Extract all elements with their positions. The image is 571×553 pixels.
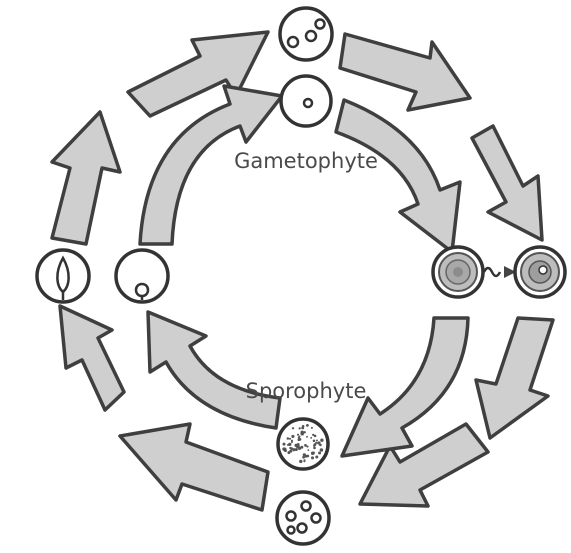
speckle-dot [312,439,316,443]
cell-bottom-inner [276,417,330,471]
speckle-dot [303,431,306,434]
speckle-dot [294,448,298,451]
speckle-dot [310,456,315,460]
speckle-dot [296,433,300,436]
speckle-dot [291,434,295,438]
outer-arrow-right-upper [470,124,544,242]
speckle-dot [315,455,319,459]
speckle-dot [290,439,294,442]
speckle-dot [318,441,321,445]
outer-arrow-top-right [338,32,472,112]
cell-speckles [282,424,324,464]
fusion-squiggle [482,266,502,278]
speckle-dot [292,448,296,452]
speckle-dot [306,424,309,427]
speckle-dot [290,441,293,444]
cell-top-inner [279,74,333,128]
speckle-dot [297,438,301,442]
cell-left-inner [114,248,170,304]
fusion-arrowhead [504,266,516,278]
speckle-dot [289,449,293,453]
speckle-dot [312,433,315,437]
speckle-dot [313,434,317,438]
outer-arrow-left-upper [50,110,122,246]
cell-right-inner [431,245,485,299]
speckle-dot [288,442,292,447]
speckle-dot [301,424,305,428]
speckle-dot [300,445,304,449]
cell-left-outer [35,248,91,304]
speckle-dot [299,459,303,464]
speckle-dot [310,426,313,429]
inner-arrow-right [340,316,470,458]
speckle-dot [310,436,313,439]
label-gametophyte: Gametophyte [234,149,378,173]
outer-arrow-bottom-left [118,422,270,512]
speckle-dot [306,445,309,448]
speckle-dot [286,437,290,440]
speckle-dot [302,453,306,457]
speckle-dot [319,448,324,452]
speckle-dot [302,455,305,459]
speckle-dot [303,460,306,463]
speckle-dot [296,444,300,448]
inner-arrow-left [146,310,282,430]
speckle-dot [315,439,318,442]
outer-arrow-left-lower [58,304,126,412]
inner-arrow-top-right [334,98,462,254]
speckle-dot [300,430,304,435]
outer-arrow-top-left [126,30,270,118]
speckle-dot [306,435,308,438]
arrows [50,30,555,512]
speckle-dot [313,446,316,450]
cell-bottom-outer [275,490,331,546]
outer-arrow-bottom-right [358,422,490,508]
speckle-dot [282,442,286,446]
label-sporophyte: Sporophyte [246,379,367,403]
speckle-dot [288,437,292,440]
speckle-dot [298,427,301,430]
cells [35,6,567,546]
speckle-dot [283,448,287,453]
speckle-dot [291,427,295,430]
speckle-dot [290,447,293,450]
speckle-dot [312,451,315,455]
speckle-dot [320,438,324,442]
outer-arrow-right-lower [474,316,555,440]
speckle-dot [307,449,310,451]
speckle-dot [318,452,322,455]
speckle-dot [304,444,307,447]
cell-top-outer [278,6,334,62]
cell-right-outer [513,245,567,299]
speckle-dot [298,435,301,438]
speckle-dot [313,443,317,446]
